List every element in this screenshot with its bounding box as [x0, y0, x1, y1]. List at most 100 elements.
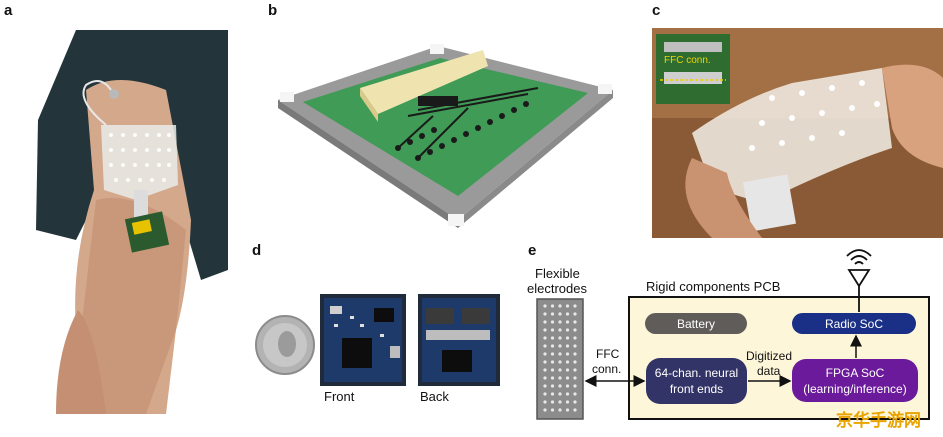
- arm-photo: [16, 30, 228, 414]
- panel-e-label: e: [528, 242, 537, 259]
- electrode-dot: [558, 328, 562, 332]
- electrode-dot: [565, 344, 570, 348]
- electrode-dot: [550, 368, 555, 372]
- radio-soc-block: Radio SoC: [792, 313, 916, 334]
- electrode-dot: [558, 392, 562, 396]
- electrode-dot: [558, 368, 562, 372]
- digitized-data-line2: data: [757, 364, 781, 378]
- frontend-line2: front ends: [669, 382, 724, 396]
- panel-b-label: b: [268, 2, 278, 19]
- digitized-data-line1: Digitized: [746, 349, 793, 363]
- diagram-arrows: [584, 334, 862, 387]
- electrode-array-render: [278, 44, 613, 228]
- electrode-dot: [543, 312, 547, 316]
- electrode-dot: [565, 384, 570, 388]
- electrodes-label-line2: electrodes: [527, 281, 587, 296]
- electrode-dot: [543, 384, 547, 388]
- electrode-dot: [573, 320, 577, 324]
- electrode-dot: [550, 376, 555, 380]
- electrode-dot: [565, 360, 570, 364]
- electrode-dot: [573, 312, 577, 316]
- electrode-dot: [543, 328, 547, 332]
- pcb-back-label: Back: [420, 389, 449, 404]
- pcb-front-label: Front: [324, 389, 355, 404]
- electrode-dot: [543, 392, 547, 396]
- electrode-dot: [558, 320, 562, 324]
- electrode-dot: [565, 408, 570, 412]
- electrode-dot: [550, 328, 555, 332]
- electrode-dot: [573, 408, 577, 412]
- electrode-dot: [558, 312, 562, 316]
- electrode-dot: [565, 312, 570, 316]
- electrode-dot: [550, 312, 555, 316]
- antenna-icon: [846, 249, 872, 312]
- electrode-dot: [543, 400, 547, 404]
- electrode-dot: [543, 344, 547, 348]
- electrode-dot: [550, 344, 555, 348]
- electrode-dot: [543, 376, 547, 380]
- electrode-dot: [550, 384, 555, 388]
- electrode-dot: [558, 360, 562, 364]
- electrode-dot: [550, 336, 555, 340]
- watermark: 京华手游网: [836, 411, 921, 431]
- wifi-icon: [846, 249, 872, 265]
- electrode-dot: [573, 400, 577, 404]
- electrode-dot: [565, 392, 570, 396]
- electrode-dot: [550, 392, 555, 396]
- neural-frontend-block: 64-chan. neural front ends: [646, 358, 747, 404]
- panel-c-label: c: [652, 2, 661, 19]
- electrode-dot: [573, 368, 577, 372]
- battery-block: Battery: [645, 313, 747, 334]
- electrode-dot: [550, 408, 555, 412]
- flexible-electrodes-photo: [652, 28, 943, 238]
- electrode-dot: [543, 320, 547, 324]
- electrodes-label-line1: Flexible: [535, 266, 580, 281]
- fpga-line1: FPGA SoC: [825, 365, 885, 380]
- electrode-dot: [543, 360, 547, 364]
- electrode-dot: [543, 408, 547, 412]
- electrode-dot: [558, 344, 562, 348]
- electrode-dot: [543, 304, 547, 308]
- electrode-dot: [573, 344, 577, 348]
- electrode-dot: [573, 304, 577, 308]
- electrode-dot: [565, 320, 570, 324]
- electrode-dot: [573, 352, 577, 356]
- frontend-line1: 64-chan. neural: [654, 366, 739, 380]
- fpga-soc-block: FPGA SoC (learning/inference): [792, 359, 918, 402]
- electrode-dot: [565, 336, 570, 340]
- electrode-dot: [573, 360, 577, 364]
- coin-for-scale: [255, 315, 315, 375]
- electrode-dot: [558, 400, 562, 404]
- electrode-dot: [565, 400, 570, 404]
- electrode-dot: [550, 400, 555, 404]
- electrode-dot: [550, 360, 555, 364]
- electrode-dot: [573, 384, 577, 388]
- ffc-conn-line1: FFC: [596, 347, 620, 361]
- electrode-dot: [550, 320, 555, 324]
- panel-d-label: d: [252, 242, 262, 259]
- electrode-dot: [565, 304, 570, 308]
- electrode-dot: [558, 336, 562, 340]
- electrode-strip: [536, 298, 584, 420]
- electrode-dot: [558, 304, 562, 308]
- electrode-dot: [550, 352, 555, 356]
- pcb-front-photo: [320, 294, 406, 386]
- electrode-dot: [558, 384, 562, 388]
- electrode-dot: [543, 368, 547, 372]
- ffc-conn-line2: conn.: [592, 362, 622, 376]
- electrode-dot: [543, 336, 547, 340]
- pcb-back-photo: [418, 294, 500, 386]
- panel-a-label: a: [4, 2, 13, 19]
- ffc-connector-label: FFC conn.: [664, 55, 711, 66]
- electrode-dot: [565, 368, 570, 372]
- electrode-dot: [558, 408, 562, 412]
- electrode-dot: [565, 376, 570, 380]
- electrode-dot: [573, 328, 577, 332]
- electrode-dot: [573, 336, 577, 340]
- electrode-dot: [565, 328, 570, 332]
- electrode-dot: [550, 304, 555, 308]
- electrode-dot: [543, 352, 547, 356]
- electrode-dot: [558, 352, 562, 356]
- electrode-dot: [558, 376, 562, 380]
- fpga-line2: (learning/inference): [803, 381, 907, 396]
